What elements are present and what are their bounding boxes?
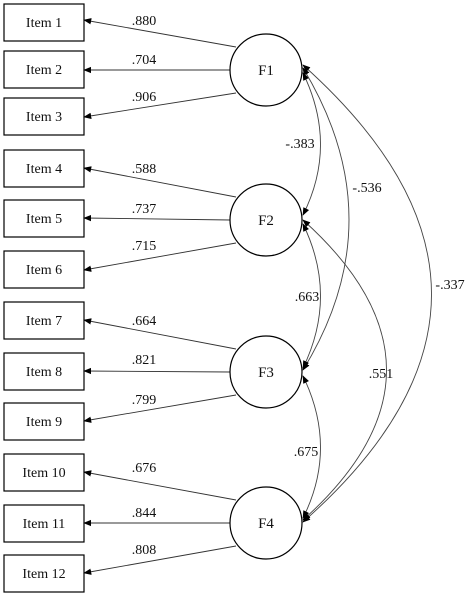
correlation-label-f1-f3: -.536 [352, 181, 381, 196]
loading-path-12 [83, 545, 237, 575]
loading-path-3 [83, 92, 237, 120]
item-box-4: Item 4 [3, 149, 85, 188]
item-box-8: Item 8 [3, 352, 85, 391]
item-box-12: Item 12 [3, 554, 85, 593]
item-box-2: Item 2 [3, 50, 85, 89]
item-label-12: Item 12 [22, 567, 65, 582]
correlation-label-f1-f2: -.383 [285, 137, 314, 152]
item-box-5: Item 5 [3, 199, 85, 238]
correlation-label-f2-f3: .663 [295, 290, 320, 305]
loading-label-10: .676 [132, 461, 157, 476]
correlation-label-f1-f4: -.337 [435, 278, 464, 293]
factor-node-f1: F1 [229, 33, 303, 107]
item-label-3: Item 3 [26, 110, 62, 125]
item-box-3: Item 3 [3, 97, 85, 136]
loading-label-2: .704 [132, 53, 157, 68]
item-label-1: Item 1 [26, 16, 62, 31]
factor-node-f2: F2 [229, 183, 303, 257]
item-label-9: Item 9 [26, 415, 62, 430]
item-box-1: Item 1 [3, 3, 85, 42]
factor-label-f4: F4 [258, 516, 274, 532]
loading-path-4 [83, 166, 237, 198]
item-label-8: Item 8 [26, 365, 62, 380]
item-label-10: Item 10 [22, 466, 65, 481]
loading-label-9: .799 [132, 393, 157, 408]
loading-label-4: .588 [132, 162, 157, 177]
item-label-6: Item 6 [26, 263, 62, 278]
correlation-label-f2-f4: .551 [369, 367, 394, 382]
loading-label-8: .821 [132, 353, 157, 368]
loading-path-5 [83, 214, 231, 222]
loading-label-7: .664 [132, 314, 157, 329]
factor-node-f4: F4 [229, 486, 303, 560]
factor-label-f3: F3 [258, 365, 274, 381]
item-box-9: Item 9 [3, 402, 85, 441]
item-label-11: Item 11 [23, 517, 66, 532]
correlation-label-f3-f4: .675 [294, 445, 319, 460]
loading-label-5: .737 [132, 202, 157, 217]
factor-label-f2: F2 [258, 213, 274, 229]
item-box-6: Item 6 [3, 250, 85, 289]
loading-label-1: .880 [132, 14, 157, 29]
item-box-7: Item 7 [3, 301, 85, 340]
correlation-curve-f1-f3 [302, 67, 350, 371]
loading-path-1 [83, 18, 237, 48]
item-box-11: Item 11 [3, 504, 85, 543]
loading-path-9 [83, 394, 237, 423]
loading-label-12: .808 [132, 543, 157, 558]
loading-path-8 [83, 367, 231, 375]
loading-path-10 [83, 470, 237, 501]
correlation-curve-f2-f4 [302, 219, 387, 521]
loading-label-11: .844 [132, 506, 157, 521]
correlation-curve-f3-f4 [302, 375, 321, 519]
loading-label-3: .906 [132, 90, 157, 105]
factor-node-f3: F3 [229, 335, 303, 409]
correlation-curve-f1-f4 [302, 64, 432, 523]
factor-label-f1: F1 [258, 63, 274, 79]
item-label-4: Item 4 [26, 162, 62, 177]
loading-path-7 [83, 318, 237, 350]
item-label-5: Item 5 [26, 212, 62, 227]
item-label-7: Item 7 [26, 314, 62, 329]
item-box-10: Item 10 [3, 453, 85, 492]
item-label-2: Item 2 [26, 63, 62, 78]
loading-path-6 [83, 242, 237, 272]
loading-label-6: .715 [132, 239, 157, 254]
